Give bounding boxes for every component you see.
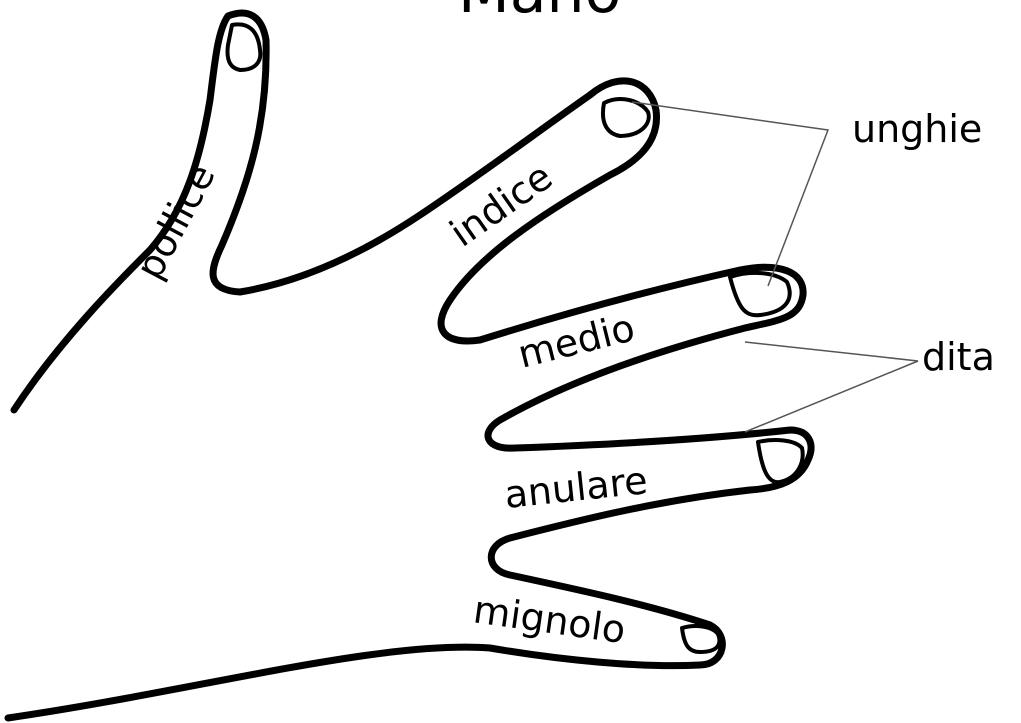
little-nail xyxy=(682,626,719,652)
thumb-nail xyxy=(228,24,261,70)
middle-nail xyxy=(730,273,790,315)
nails-callout-label: unghie xyxy=(852,107,982,151)
index-label: indice xyxy=(442,154,560,255)
fingers-callout-label: dita xyxy=(922,335,995,379)
thumb-label: pollice xyxy=(127,157,224,287)
diagram-title: Mano xyxy=(458,0,621,27)
nails-leader-line xyxy=(632,102,828,286)
hand-outline xyxy=(8,13,811,718)
fingers-leader-line xyxy=(745,342,918,432)
index-nail xyxy=(603,99,649,136)
